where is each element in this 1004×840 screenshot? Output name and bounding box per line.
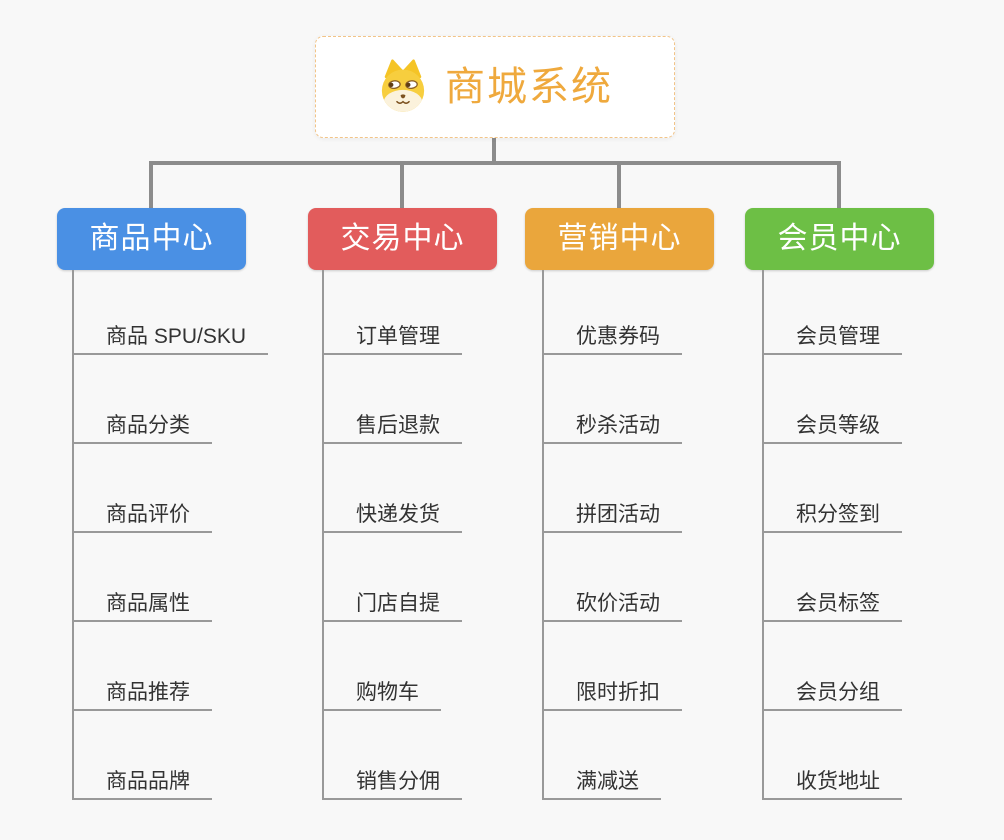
- branch-label-product: 商品中心: [89, 222, 214, 255]
- branch-box-product[interactable]: 商品中心: [57, 208, 246, 270]
- root-title: 商城系统: [445, 65, 613, 109]
- mindmap-item[interactable]: 商品推荐: [74, 622, 212, 711]
- mindmap-item[interactable]: 快递发货: [324, 444, 462, 533]
- mindmap-item[interactable]: 积分签到: [764, 444, 902, 533]
- connector-drop-product: [149, 161, 153, 208]
- branch-box-member[interactable]: 会员中心: [745, 208, 934, 270]
- mindmap-item[interactable]: 优惠券码: [544, 270, 682, 355]
- mindmap-item[interactable]: 拼团活动: [544, 444, 682, 533]
- connector-drop-trade: [400, 161, 404, 208]
- mindmap-item[interactable]: 会员分组: [764, 622, 902, 711]
- mindmap-item[interactable]: 商品属性: [74, 533, 212, 622]
- branch-label-trade: 交易中心: [340, 222, 465, 255]
- mindmap-item[interactable]: 会员管理: [764, 270, 902, 355]
- item-column-marketing: 优惠券码 秒杀活动 拼团活动 砍价活动 限时折扣 满减送: [542, 270, 682, 800]
- connector-root-drop: [492, 137, 496, 163]
- doge-icon: [377, 57, 429, 118]
- root-node-mall-system[interactable]: 商城系统: [315, 36, 675, 138]
- branch-label-member: 会员中心: [777, 222, 902, 255]
- mindmap-item[interactable]: 销售分佣: [324, 711, 462, 800]
- connector-drop-member: [837, 161, 841, 208]
- mindmap-item[interactable]: 购物车: [324, 622, 441, 711]
- item-column-product: 商品 SPU/SKU 商品分类 商品评价 商品属性 商品推荐 商品品牌: [72, 270, 269, 800]
- mindmap-item[interactable]: 会员标签: [764, 533, 902, 622]
- branch-box-marketing[interactable]: 营销中心: [525, 208, 714, 270]
- mindmap-item[interactable]: 会员等级: [764, 355, 902, 444]
- item-column-trade: 订单管理 售后退款 快递发货 门店自提 购物车 销售分佣: [322, 270, 462, 800]
- mindmap-item[interactable]: 门店自提: [324, 533, 462, 622]
- mindmap-item[interactable]: 商品分类: [74, 355, 212, 444]
- connector-rail: [149, 161, 841, 165]
- mindmap-item[interactable]: 订单管理: [324, 270, 462, 355]
- mindmap-item[interactable]: 售后退款: [324, 355, 462, 444]
- mindmap-item[interactable]: 限时折扣: [544, 622, 682, 711]
- mindmap-item[interactable]: 秒杀活动: [544, 355, 682, 444]
- connector-drop-marketing: [617, 161, 621, 208]
- item-column-member: 会员管理 会员等级 积分签到 会员标签 会员分组 收货地址: [762, 270, 902, 800]
- branch-label-marketing: 营销中心: [557, 222, 682, 255]
- mindmap-item[interactable]: 满减送: [544, 711, 661, 800]
- mindmap-item[interactable]: 商品品牌: [74, 711, 212, 800]
- branch-box-trade[interactable]: 交易中心: [308, 208, 497, 270]
- mindmap-item[interactable]: 商品评价: [74, 444, 212, 533]
- mindmap-item[interactable]: 砍价活动: [544, 533, 682, 622]
- mindmap-item[interactable]: 商品 SPU/SKU: [74, 270, 269, 355]
- mindmap-item[interactable]: 收货地址: [764, 711, 902, 800]
